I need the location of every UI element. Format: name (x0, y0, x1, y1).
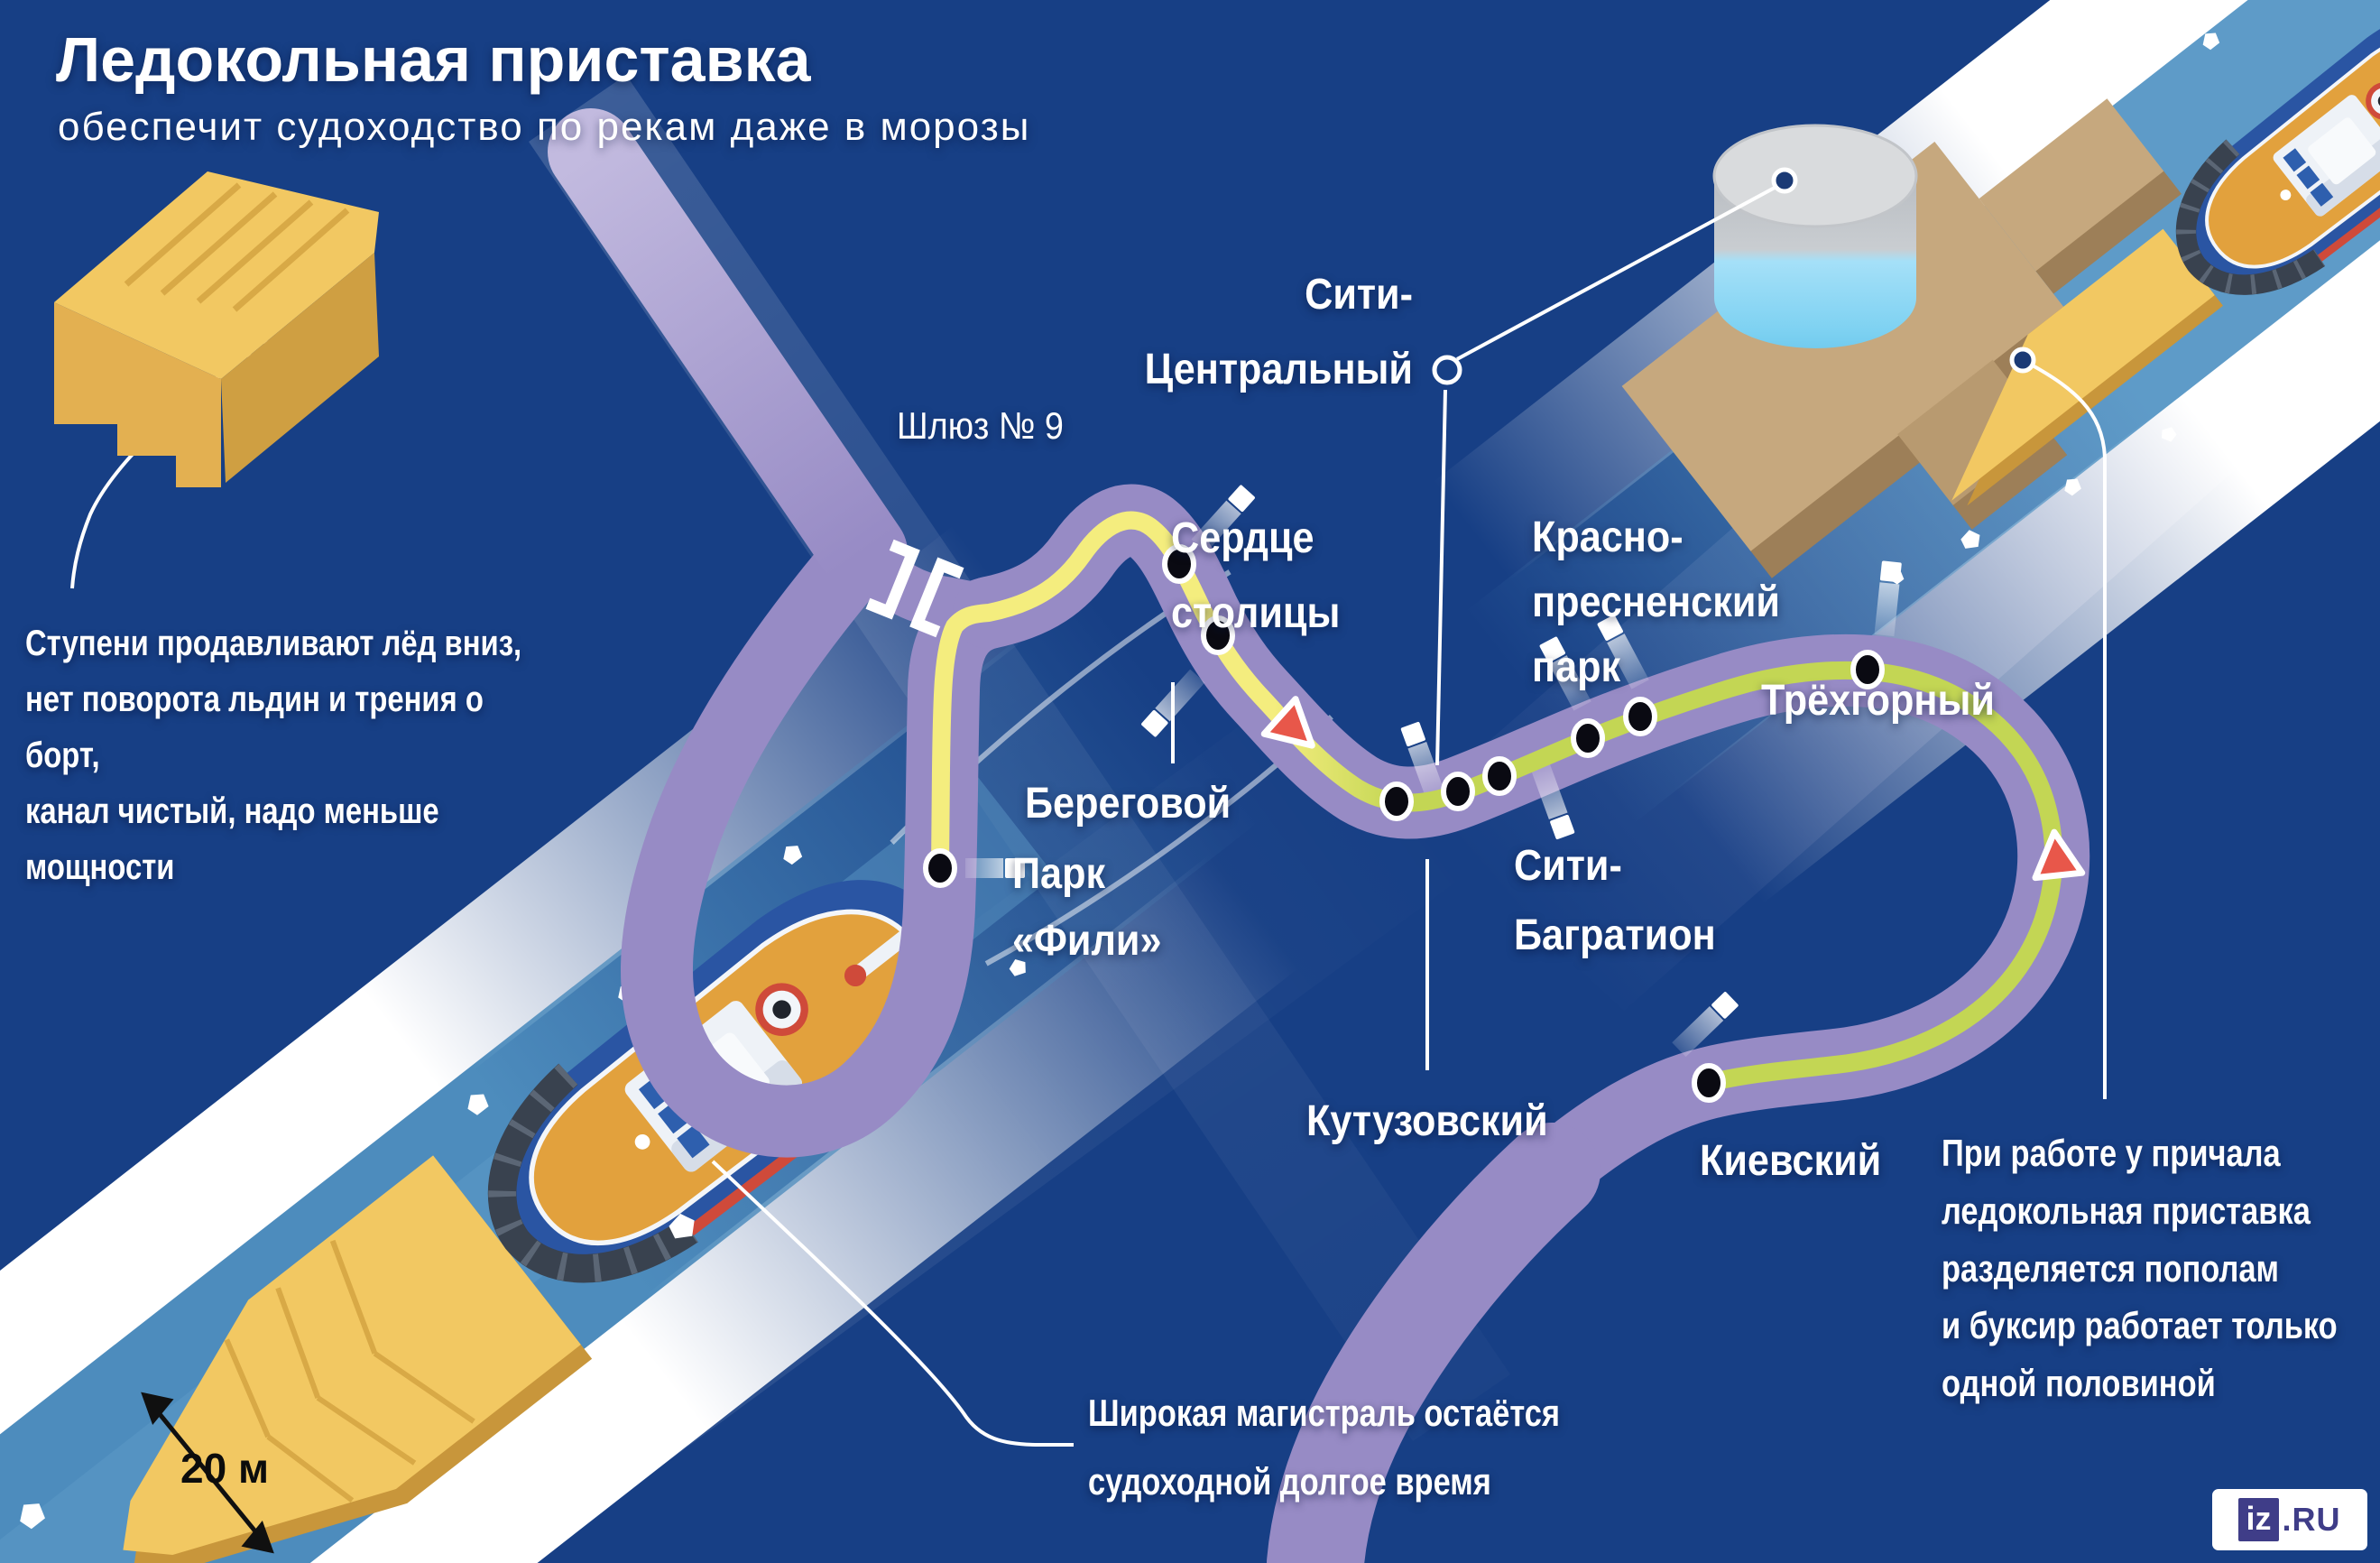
pier-icon (1191, 485, 1255, 553)
station-label-kutuzovsky: Кутузовский (1306, 1097, 1548, 1145)
pier-icon (1597, 615, 1649, 689)
station-dot (1571, 718, 1605, 758)
station-label-beregovoy: Береговой (1025, 780, 1232, 828)
piers (965, 485, 1902, 1058)
berth-point-dot (2009, 347, 2036, 374)
city-central-ring (1432, 355, 1462, 385)
lock-icon (865, 539, 964, 638)
lock-label: Шлюз № 9 (897, 404, 1064, 447)
callout-berth (2022, 358, 2107, 1099)
station-label-park-fili: Парк «Фили» (1012, 850, 1162, 966)
station-label-krasnopresnensky: Красно- пресненский парк (1532, 513, 1780, 691)
iz-logo-ru: .RU (2282, 1501, 2341, 1538)
direction-arrow-icon (1260, 696, 1315, 749)
station-dot (1379, 782, 1414, 821)
station-label-city-central: Сити- Центральный (1144, 271, 1413, 393)
station-label-heart-of-capital: Сердце столицы (1171, 514, 1341, 637)
river-exit-band (1267, 1123, 1601, 1563)
direction-arrow-icon (2032, 828, 2086, 882)
station-dot (1441, 772, 1475, 811)
width-label: 20 м (180, 1445, 269, 1492)
pier-icon (1141, 669, 1205, 737)
station-dot (1692, 1063, 1726, 1103)
page-subtitle: обеспечит судоходство по рекам даже в мо… (58, 105, 1031, 149)
tank-illustration (1712, 124, 1918, 348)
pier-icon (1672, 992, 1739, 1058)
icebreaker-attachment-illustration (54, 171, 379, 487)
pier-icon (1539, 636, 1591, 711)
station-dot (1623, 697, 1657, 736)
station-label-kievsky: Киевский (1700, 1137, 1882, 1185)
station-label-tryokhgorny: Трёхгорный (1761, 677, 1995, 725)
icebreaker-attachment-half (1951, 228, 2224, 506)
canal-approach-band (548, 108, 908, 596)
note-berth: При работе у причала ледокольная пристав… (1942, 1132, 2338, 1405)
station-dot (1201, 615, 1235, 655)
page-title: Ледокольная приставка (56, 24, 811, 95)
callout-lines (70, 180, 2107, 1447)
icebreaker-attachment-front (123, 1155, 593, 1563)
station-dot (1162, 544, 1196, 584)
station-dot (923, 848, 957, 888)
station-dot (1482, 756, 1517, 796)
pier-icon (1531, 763, 1575, 840)
icebreaker-route-line (931, 511, 2063, 1092)
note-channel: Широкая магистраль остаётся судоходной д… (1088, 1392, 1561, 1503)
iz-ru-logo[interactable]: iz .RU (2212, 1489, 2367, 1550)
width-arrow-icon (141, 1392, 274, 1554)
callout-channel (711, 1160, 1074, 1447)
station-dots (923, 544, 1885, 1103)
callout-city-central-up (1456, 180, 1785, 361)
note-attachment: Ступени продавливают лёд вниз, нет повор… (25, 624, 522, 887)
tank-point-dot (1771, 167, 1798, 194)
pier-icon (965, 858, 1025, 878)
station-dot (1850, 650, 1885, 689)
iz-logo-mark: iz (2238, 1498, 2279, 1541)
pier-icon (1400, 721, 1444, 799)
callout-city-central-down (1435, 389, 1447, 766)
pier-icon (1874, 560, 1902, 637)
station-label-city-bagration: Сити- Багратион (1514, 842, 1716, 959)
